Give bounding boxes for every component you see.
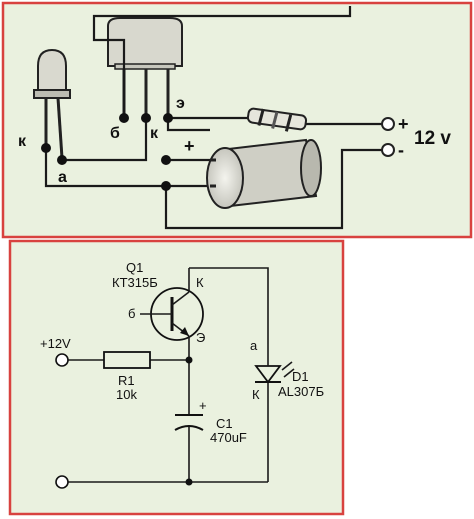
label-c1-ref: C1	[216, 416, 233, 431]
resistor-band-2	[271, 111, 279, 129]
node-led-k	[41, 143, 51, 153]
q1-emitter-arrow	[180, 327, 189, 336]
label-d1-anode: а	[250, 338, 258, 353]
terminal-minus	[381, 143, 395, 157]
label-supply-minus: -	[398, 140, 404, 160]
resistor-r1-part	[246, 107, 308, 132]
label-q1-base: б	[128, 306, 135, 321]
net-collector	[189, 267, 269, 344]
led-body	[37, 48, 67, 93]
label-d1-part: AL307Б	[278, 384, 324, 399]
label-transistor-b: б	[110, 125, 120, 142]
led	[33, 48, 71, 159]
led-rim	[33, 89, 71, 99]
c1-plate-minus	[174, 425, 204, 431]
q1-collector-arm	[171, 291, 190, 306]
label-supply-plus: +	[398, 114, 409, 134]
label-transistor-e: э	[176, 95, 185, 112]
node-emitter	[185, 356, 193, 364]
wiring-lines	[44, 6, 383, 230]
q1-symbol	[140, 268, 204, 360]
label-r1-ref: R1	[118, 373, 135, 388]
wire-led-cathode	[44, 148, 166, 188]
node-led-a	[57, 155, 67, 165]
node-cap-minus	[161, 181, 171, 191]
r1-symbol	[103, 351, 151, 369]
label-q1-ref: Q1	[126, 260, 143, 275]
label-cap-plus: +	[184, 136, 195, 156]
node-cap-plus	[161, 155, 171, 165]
transistor-body	[107, 17, 183, 67]
wiring-nodes	[41, 113, 173, 191]
capacitor-end	[206, 147, 244, 209]
node-transistor-b	[119, 113, 129, 123]
wire-ground	[164, 148, 383, 230]
label-d1-ref: D1	[292, 369, 309, 384]
label-led-a: а	[58, 169, 67, 186]
led-lead-anode	[56, 97, 64, 159]
capacitor-back	[300, 139, 322, 197]
node-transistor-k	[141, 113, 151, 123]
label-c1-value: 470uF	[210, 430, 247, 445]
schematic-panel-frame	[8, 239, 345, 516]
resistor-band-3	[284, 114, 293, 132]
wire-led-anode-collector	[62, 118, 148, 162]
label-transistor-k: к	[150, 125, 159, 142]
label-c1-plus: +	[199, 398, 207, 413]
label-q1-emitter: Э	[196, 330, 205, 345]
label-d1-cathode: К	[252, 387, 260, 402]
label-led-k: к	[18, 133, 27, 150]
d1-emission-1	[281, 361, 293, 371]
wire-base	[92, 6, 352, 118]
capacitor-c1-part	[206, 138, 322, 209]
terminal-plus	[381, 117, 395, 131]
wiring-panel: к а б к э + + - 12 v	[1, 1, 473, 239]
label-supply: +12V	[40, 336, 71, 351]
resistor-band-1	[257, 108, 265, 126]
label-q1-part: КТ315Б	[112, 275, 158, 290]
terminal-supply	[55, 353, 69, 367]
node-transistor-e	[163, 113, 173, 123]
d1-emission-2	[283, 368, 295, 378]
label-q1-collector: К	[196, 275, 204, 290]
schematic-panel: Q1 КТ315Б б К Э +12V R1 10k + C1 470uF а…	[8, 239, 345, 516]
label-supply-voltage: 12 v	[414, 128, 451, 149]
transistor	[107, 17, 183, 118]
label-r1-value: 10k	[116, 387, 137, 402]
node-ground	[185, 478, 193, 486]
d1-symbol	[254, 344, 295, 384]
terminal-ground	[55, 475, 69, 489]
